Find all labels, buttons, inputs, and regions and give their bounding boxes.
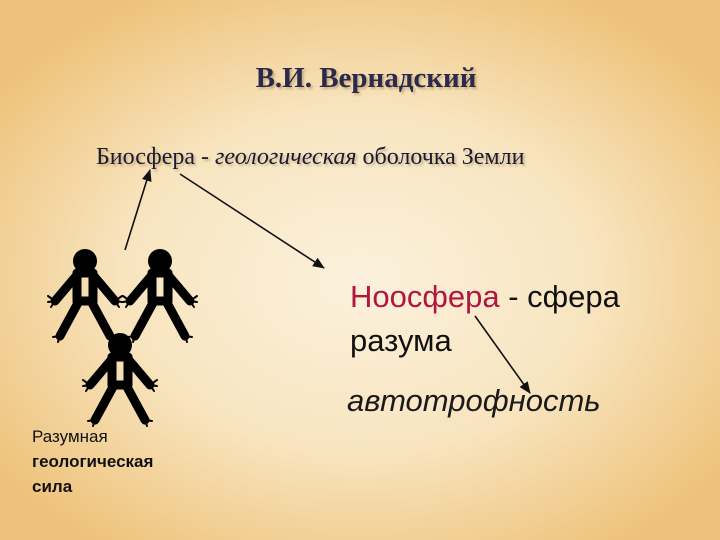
biosphere-term: Биосфера bbox=[96, 144, 196, 170]
stick-figure-icon bbox=[48, 249, 122, 342]
noosphere-term: Ноосфера bbox=[350, 279, 500, 314]
arrow-noosphere-to-autotrophy bbox=[474, 315, 531, 394]
noosphere-line-1: Ноосфера - сфера bbox=[350, 275, 620, 319]
noosphere-line-2: разума bbox=[350, 323, 452, 358]
caption-line-1: Разумная bbox=[32, 427, 108, 446]
stick-figure-icon bbox=[123, 249, 197, 342]
noosphere-rest: - сфера bbox=[499, 279, 620, 314]
biosphere-dash: - bbox=[195, 144, 216, 170]
biosphere-definition: Биосфера - геологическая оболочка Земли bbox=[96, 144, 524, 171]
stick-figure-icon bbox=[83, 333, 157, 426]
arrow-biosphere-to-noosphere bbox=[179, 173, 325, 269]
caption-line-3: сила bbox=[32, 477, 73, 496]
arrow-figures-to-biosphere bbox=[124, 169, 152, 251]
human-geological-force-caption: Разумная геологическая сила bbox=[32, 424, 153, 499]
slide-title: В.И. Вернадский bbox=[255, 62, 477, 94]
noosphere-definition: Ноосфера - сфера разума bbox=[350, 275, 620, 363]
caption-line-2: геологическая bbox=[32, 452, 154, 471]
autotrophy-label: автотрофность bbox=[347, 383, 601, 418]
biosphere-rest: оболочка Земли bbox=[356, 144, 525, 170]
geological-emphasis: геологическая bbox=[215, 144, 357, 170]
